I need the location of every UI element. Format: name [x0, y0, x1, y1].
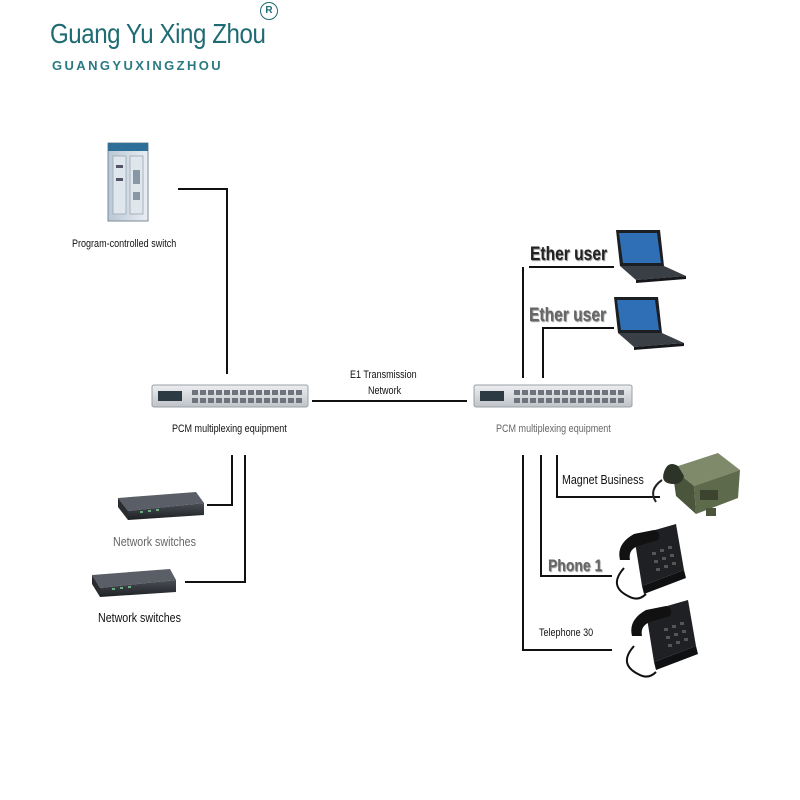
- ether-user-2-label: Ether user: [529, 305, 607, 326]
- brand-subtitle: GUANGYUXINGZHOU: [52, 58, 224, 73]
- link-pcm-left-to-network-switch-1: [207, 455, 233, 506]
- magnet-business-label: Magnet Business: [562, 472, 644, 487]
- link-pcm-right-to-phone-1: [540, 455, 612, 577]
- pcm-rack-icon: [473, 384, 633, 408]
- brand-title: Guang Yu Xing Zhou: [50, 18, 266, 49]
- pcm-rack-icon: [151, 384, 309, 408]
- program-switch-label: Program-controlled switch: [72, 238, 177, 250]
- e1-label-line1: E1 Transmission: [350, 369, 417, 381]
- registered-mark: R: [260, 2, 278, 20]
- link-pcm-right-to-ether-user-2: [542, 327, 614, 378]
- link-pcm-left-to-network-switch-2: [185, 455, 246, 583]
- ether-user-1-label: Ether user: [530, 244, 608, 265]
- phone-1-label: Phone 1: [548, 556, 603, 575]
- pcm-right-label: PCM multiplexing equipment: [496, 423, 611, 435]
- network-switch-icon: [92, 569, 176, 597]
- laptop-icon: [614, 297, 684, 350]
- pcm-left-label: PCM multiplexing equipment: [172, 423, 287, 435]
- e1-label-line2: Network: [368, 385, 402, 397]
- link-pcm-right-to-telephone-30: [522, 455, 612, 651]
- telephone-30-label: Telephone 30: [539, 627, 594, 639]
- laptop-icon: [616, 230, 686, 283]
- desk-phone-icon: [616, 524, 686, 600]
- field-telephone-icon: [652, 453, 740, 516]
- desk-phone-icon: [626, 600, 698, 678]
- network-switch-icon: [118, 492, 204, 520]
- server-cabinet-icon: [107, 142, 149, 222]
- link-pcm-right-to-magnet: [556, 455, 660, 498]
- link-switch-to-pcm-left: [178, 188, 228, 374]
- network-switch-1-label: Network switches: [113, 534, 196, 549]
- network-switch-2-label: Network switches: [98, 610, 181, 625]
- connection-lines: [178, 188, 660, 651]
